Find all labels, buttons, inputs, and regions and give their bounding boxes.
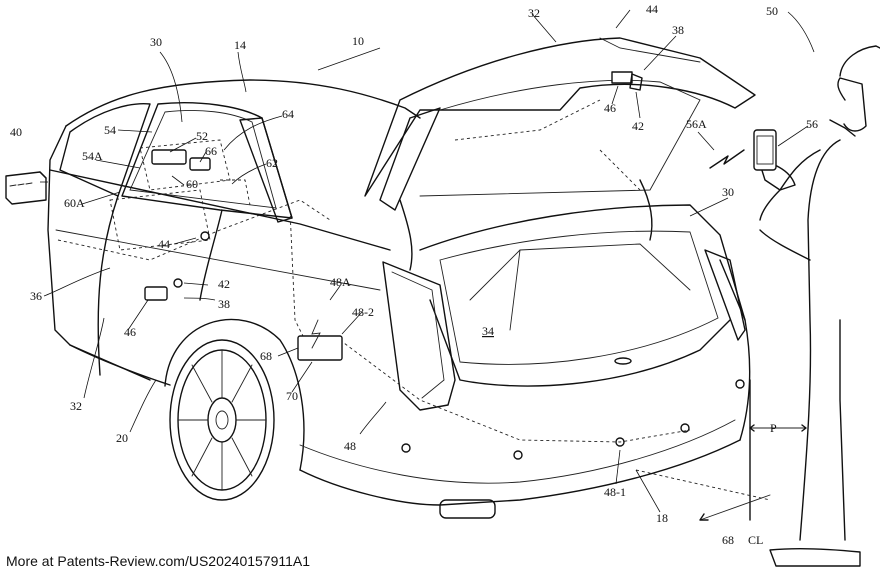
label-42-lid: 42 (632, 119, 644, 133)
label-60: 60 (186, 177, 198, 191)
label-54A: 54A (82, 149, 103, 163)
label-40: 40 (10, 125, 22, 139)
label-44-lid: 44 (646, 2, 658, 16)
measurement-lines (635, 379, 807, 521)
label-10: 10 (352, 34, 364, 48)
label-CL: CL (748, 533, 763, 547)
label-44-door: 44 (158, 237, 170, 251)
label-32-door: 32 (70, 399, 82, 413)
label-66: 66 (205, 144, 217, 158)
label-56: 56 (806, 117, 818, 131)
label-30-rear: 30 (722, 185, 734, 199)
open-trunk-lid (364, 37, 756, 271)
label-60A: 60A (64, 196, 85, 210)
label-64: 64 (282, 107, 294, 121)
label-68-module: 68 (260, 349, 272, 363)
leader-lines (40, 9, 815, 513)
label-30-front: 30 (150, 35, 162, 49)
interior-components (5, 99, 745, 443)
vehicle-body (47, 79, 751, 519)
label-32-lid: 32 (528, 6, 540, 20)
label-62: 62 (266, 156, 278, 170)
label-50: 50 (766, 4, 778, 18)
label-52: 52 (196, 129, 208, 143)
label-38-lid: 38 (672, 23, 684, 37)
label-48-2: 48-2 (352, 305, 374, 319)
label-38-door: 38 (218, 297, 230, 311)
label-36: 36 (30, 289, 42, 303)
label-48: 48 (344, 439, 356, 453)
label-70: 70 (286, 389, 298, 403)
label-20: 20 (116, 431, 128, 445)
label-56A: 56A (686, 117, 707, 131)
label-54: 54 (104, 123, 116, 137)
rear-wheel (169, 339, 275, 501)
label-48-1: 48-1 (604, 485, 626, 499)
user-figure (753, 45, 880, 567)
source-footer: More at Patents-Review.com/US20240157911… (6, 553, 311, 569)
reference-labels: 10 14 30 54 52 54A 66 64 62 60 60A 40 44… (10, 2, 818, 547)
label-18: 18 (656, 511, 668, 525)
label-34: 34 (482, 324, 494, 338)
label-48A: 48A (330, 275, 351, 289)
label-14: 14 (234, 38, 246, 52)
label-42-door: 42 (218, 277, 230, 291)
label-68-arrow: 68 (722, 533, 734, 547)
label-46-door: 46 (124, 325, 136, 339)
label-46-lid: 46 (604, 101, 616, 115)
label-P: P (770, 421, 777, 435)
